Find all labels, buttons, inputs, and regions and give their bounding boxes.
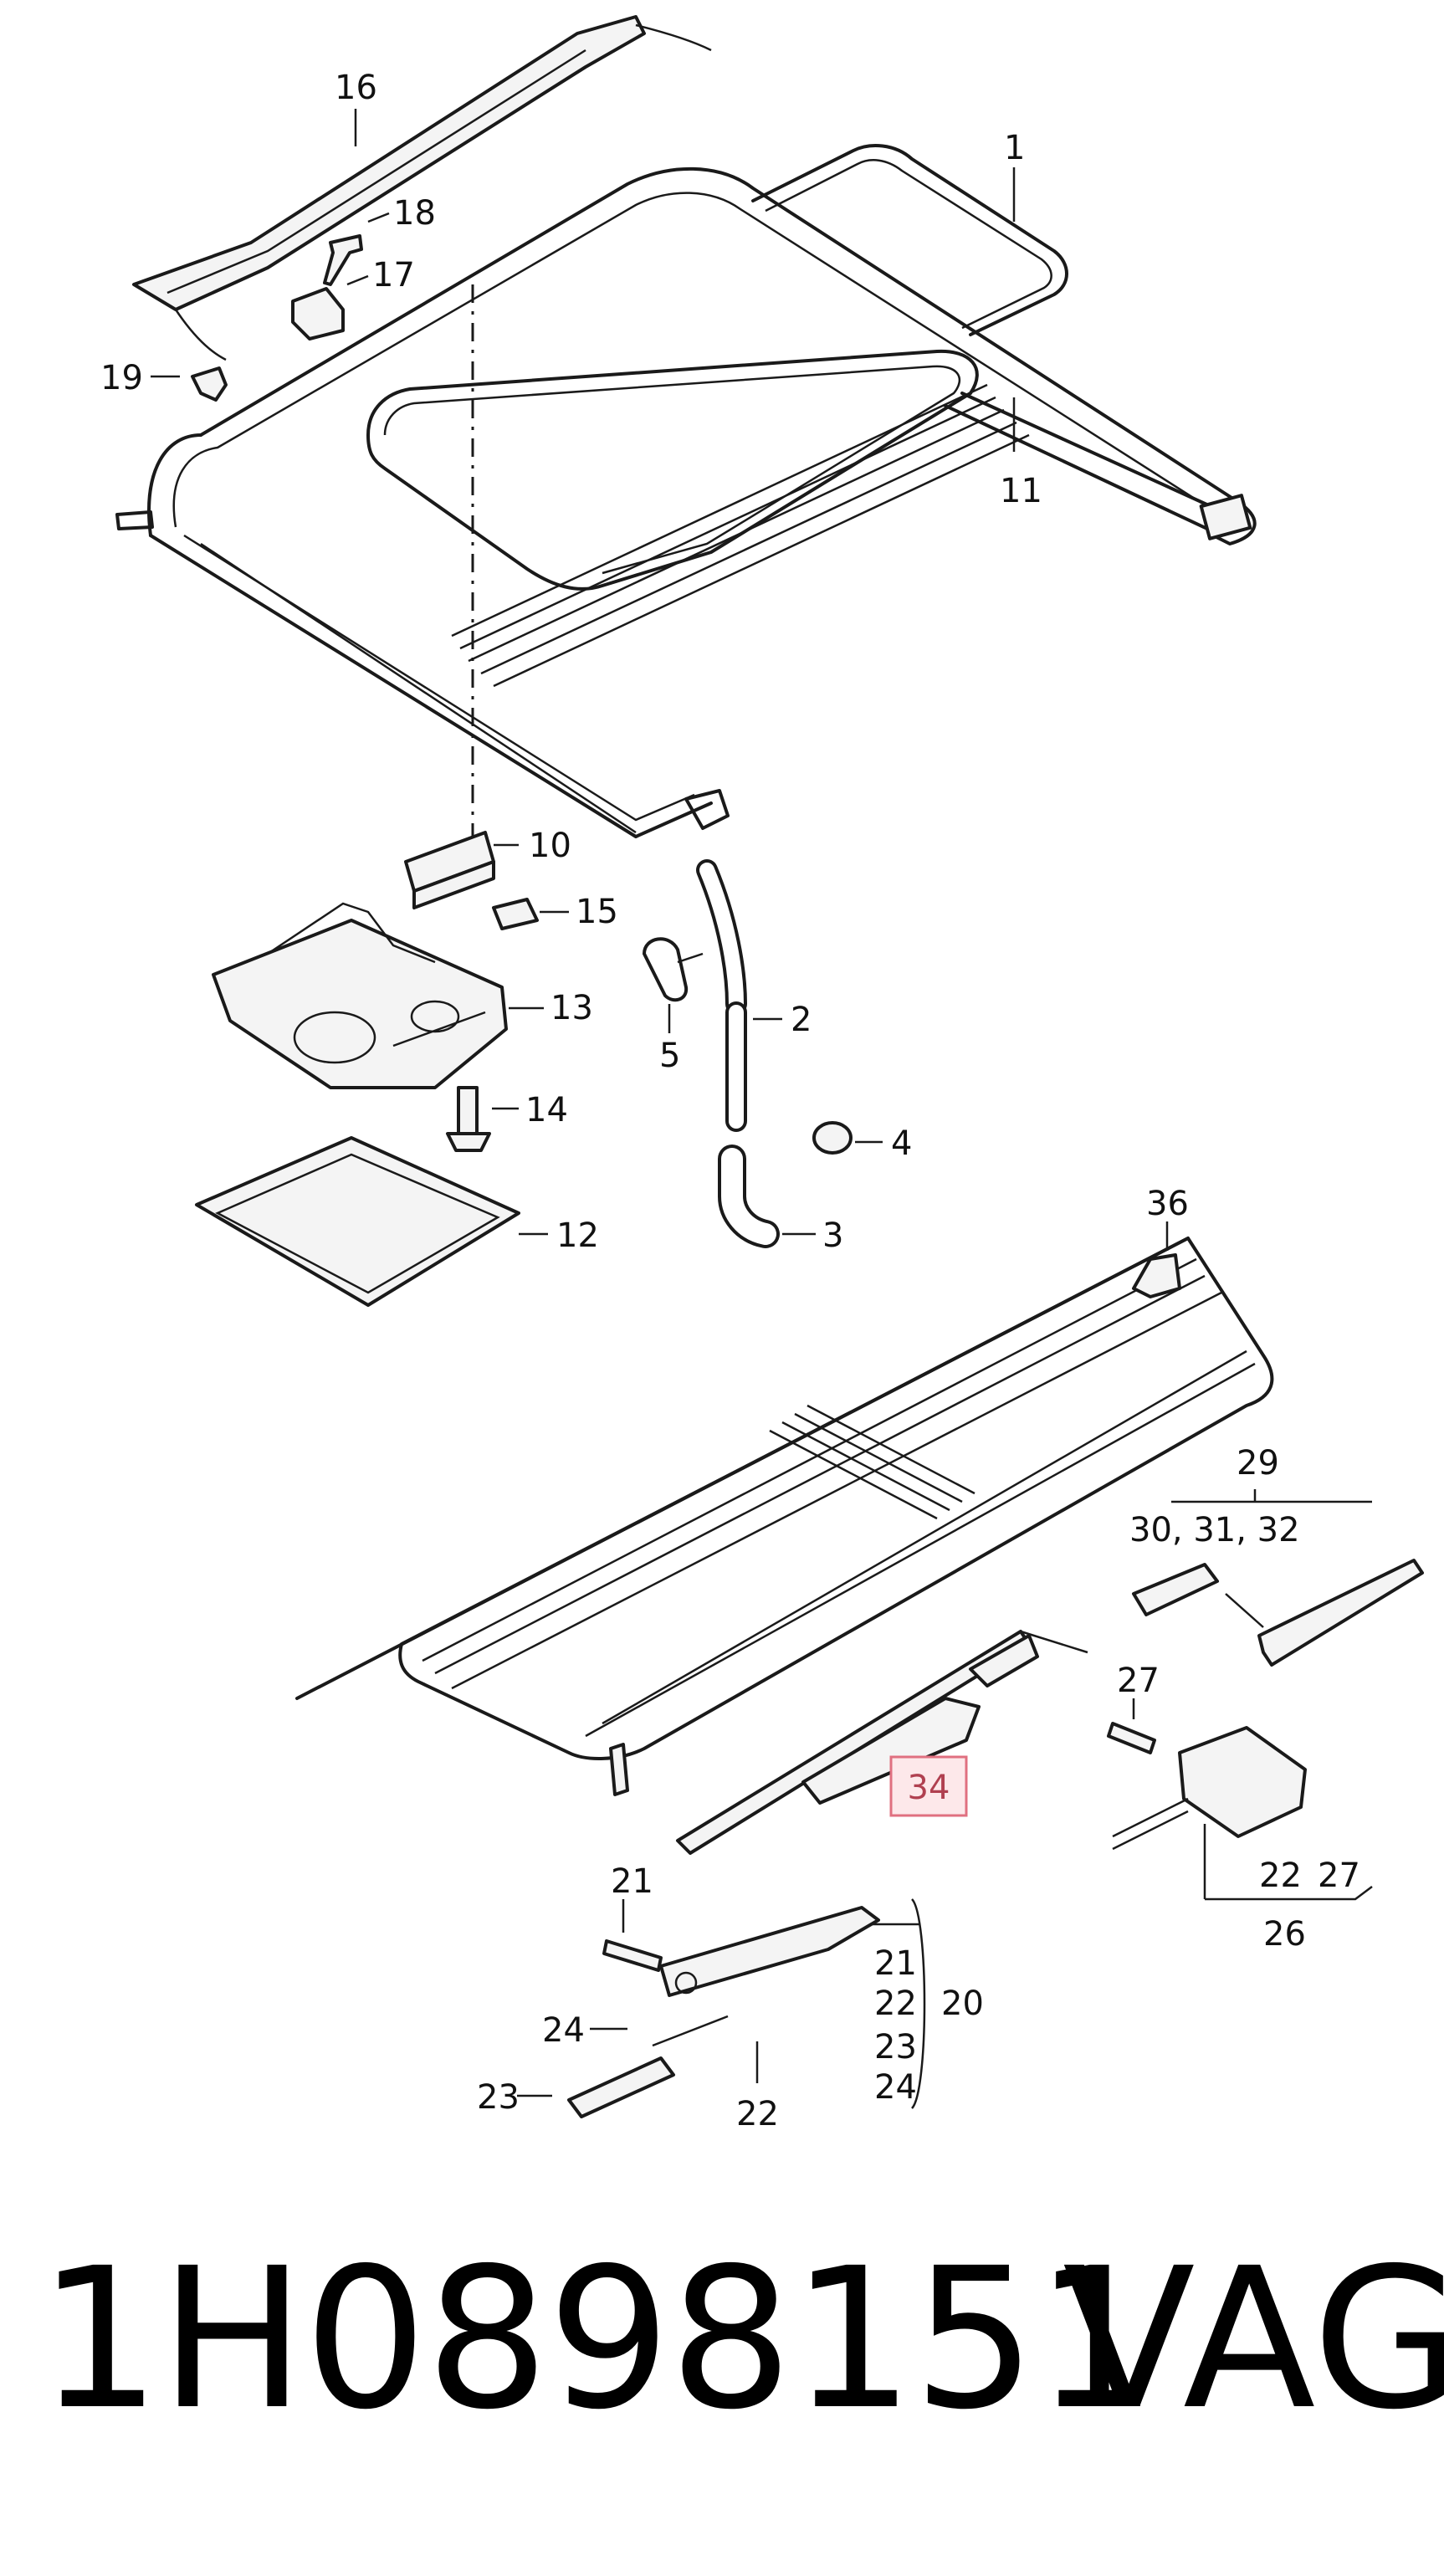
part-3-elbow <box>718 1145 780 1248</box>
callout-21b: 21 <box>874 1944 917 1983</box>
callout-34: 34 <box>908 1769 950 1807</box>
callout-24a: 24 <box>874 2068 917 2107</box>
sunroof-exploded-diagram: 16 18 17 19 1 11 10 15 13 14 12 5 2 4 3 … <box>100 15 1424 2133</box>
part-16-deflector <box>132 15 712 361</box>
callout-18: 18 <box>393 194 436 233</box>
callout-15: 15 <box>576 893 618 931</box>
part-20-hinge-assembly <box>567 1906 880 2118</box>
callout-2: 2 <box>791 1001 812 1039</box>
part-11-main-frame <box>115 166 1257 838</box>
callout-27a: 27 <box>1117 1662 1160 1700</box>
callout-22b: 22 <box>874 1984 917 2023</box>
callout-13: 13 <box>550 989 593 1027</box>
callout-14: 14 <box>525 1091 568 1129</box>
part-15-nut <box>492 898 539 930</box>
callout-17: 17 <box>372 256 415 294</box>
callout-23a: 23 <box>874 2028 917 2066</box>
part-4-grommet <box>812 1121 853 1155</box>
callout-29: 29 <box>1237 1444 1279 1483</box>
part-34-guide-rail <box>676 1630 1088 1855</box>
part-18-screw <box>323 234 363 286</box>
callout-34-highlight[interactable]: 34 <box>889 1755 968 1817</box>
callout-1: 1 <box>1004 129 1025 167</box>
callout-27b: 27 <box>1318 1856 1360 1895</box>
part-19-clip <box>191 366 228 402</box>
callout-24b: 24 <box>542 2011 585 2050</box>
part-13-drive-housing <box>212 902 508 1089</box>
callout-10: 10 <box>529 827 571 865</box>
part-10-block <box>404 831 495 909</box>
part-5-clamp <box>643 937 704 1002</box>
callout-20: 20 <box>941 1984 984 2023</box>
part-36-bracket <box>1132 1253 1181 1298</box>
callout-21a: 21 <box>611 1862 653 1901</box>
callout-12: 12 <box>556 1216 599 1255</box>
part-1-seal-frame <box>751 144 1068 336</box>
callout-labels: 16 18 17 19 1 11 10 15 13 14 12 5 2 4 3 … <box>100 69 1360 2133</box>
callout-3: 3 <box>822 1216 843 1255</box>
lower-frame <box>295 1237 1274 1796</box>
callout-4: 4 <box>891 1124 912 1163</box>
callout-19: 19 <box>100 359 143 397</box>
part-21-pin <box>602 1939 663 1972</box>
callout-5: 5 <box>659 1037 680 1075</box>
callout-11: 11 <box>1000 472 1042 510</box>
part-14-screw <box>446 1086 491 1152</box>
callout-16: 16 <box>335 69 377 107</box>
callout-30-31-32: 30, 31, 32 <box>1129 1511 1300 1549</box>
part-2-drain-hose <box>696 859 747 1132</box>
part-17-bracket <box>291 287 345 341</box>
part-12-cover-plate <box>195 1136 520 1307</box>
callout-23b: 23 <box>477 2078 520 2117</box>
callout-36: 36 <box>1146 1185 1189 1223</box>
callout-22c: 22 <box>736 2095 779 2133</box>
part-26-slider-assembly <box>1112 1726 1307 1851</box>
brand-name: VAG <box>1063 2226 1444 2452</box>
part-27-screw <box>1107 1722 1156 1754</box>
part-29-group <box>1132 1559 1424 1667</box>
leader-lines <box>151 109 1373 2109</box>
callout-22a: 22 <box>1259 1856 1302 1895</box>
part-number: 1H0898151 <box>38 2226 1158 2452</box>
callout-26: 26 <box>1263 1915 1306 1954</box>
